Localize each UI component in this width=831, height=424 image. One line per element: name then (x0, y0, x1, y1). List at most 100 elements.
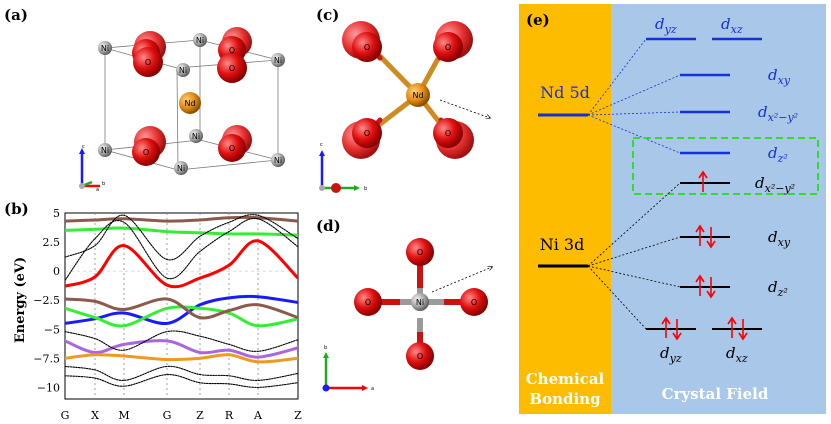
band-series-9 (65, 365, 298, 381)
ni-atom: Ni (271, 53, 285, 67)
d-to-e-arrow (431, 267, 492, 293)
o-atom: O (133, 47, 163, 77)
nd-atom: Nd (406, 83, 430, 107)
k-label-A: A (253, 409, 263, 422)
svg-text:Ni: Ni (274, 156, 282, 165)
svg-text:O: O (364, 43, 370, 52)
ni-atom: Ni (98, 41, 112, 55)
ni-atom: Ni (271, 153, 285, 167)
svg-text:b: b (324, 345, 327, 351)
o-atom: O (406, 238, 434, 266)
o-atom: O (433, 118, 474, 159)
c-to-e-arrow (439, 99, 490, 118)
panel-label-c: (c) (316, 6, 339, 24)
ni-atom: Ni (176, 63, 190, 77)
svg-text:O: O (417, 352, 423, 361)
y-tick: −2.5 (33, 294, 60, 307)
nd-5d-label: Nd 5d (540, 83, 590, 102)
svg-text:Ni: Ni (101, 44, 109, 53)
svg-text:O: O (229, 46, 235, 55)
svg-text:O: O (229, 144, 235, 153)
band-series-5 (65, 297, 298, 320)
svg-text:O: O (417, 248, 423, 257)
o-atom: O (433, 21, 473, 62)
band-lines (65, 214, 298, 388)
k-label-G: G (61, 409, 70, 422)
chemical-bonding-label-line1: Chemical (526, 370, 605, 388)
svg-text:O: O (229, 64, 235, 73)
panel-e: (e) Nd 5d Ni 3d Chemical Bonding Crystal… (519, 4, 826, 414)
ni-3d-label: Ni 3d (540, 235, 585, 254)
svg-text:O: O (471, 298, 477, 307)
x-ticks: G X M G Z R A Z (61, 409, 303, 422)
y-axis-label: Energy (eV) (13, 257, 28, 343)
svg-text:Nd: Nd (412, 91, 423, 100)
k-label-X: X (91, 409, 99, 422)
svg-text:Nd: Nd (184, 99, 195, 108)
svg-text:c: c (82, 144, 85, 150)
band-series-10 (65, 374, 298, 388)
band-series-6 (65, 339, 298, 359)
plot-frame (64, 212, 299, 400)
svg-text:b: b (364, 186, 367, 192)
panel-label-d: (d) (316, 217, 341, 235)
svg-text:Ni: Ni (196, 36, 204, 45)
k-label-Z2: Z (294, 409, 302, 422)
o-atom: O (132, 126, 166, 166)
k-point-gridlines (65, 213, 298, 399)
crystal-field-column (611, 4, 826, 414)
ni-atom: Ni (174, 161, 188, 175)
svg-text:c: c (320, 142, 323, 148)
svg-text:O: O (445, 129, 451, 138)
band-series-11 (65, 214, 298, 261)
nd-levels (646, 37, 762, 155)
o-atom: O (460, 288, 488, 316)
band-series-0 (65, 239, 298, 289)
band-series-8 (65, 330, 298, 352)
k-label-M: M (118, 409, 129, 422)
highlight-box (632, 137, 819, 195)
o-atom: O (406, 342, 434, 370)
nd-connectors (587, 38, 681, 154)
ni-levels (646, 182, 762, 330)
y-tick: 2.5 (43, 236, 61, 249)
o-atom: O (218, 125, 252, 162)
svg-text:Ni: Ni (101, 146, 109, 155)
svg-text:O: O (143, 148, 149, 157)
panel-c: (c) O O Nd O O c b (316, 6, 474, 193)
svg-text:a: a (96, 187, 99, 193)
svg-text:O: O (365, 298, 371, 307)
band-series-7 (65, 353, 298, 364)
o-atom: O (354, 288, 382, 316)
k-label-Z: Z (196, 409, 204, 422)
y-tick: −7.5 (33, 352, 60, 365)
y-tick: −5 (44, 323, 60, 336)
chemical-bonding-column (519, 4, 611, 414)
panel-d: (d) O O O O Ni b a (316, 217, 488, 392)
k-label-G2: G (163, 409, 172, 422)
o-atom: O (217, 53, 247, 83)
y-tick: 0 (53, 265, 60, 278)
chemical-bonding-label-line2: Bonding (529, 390, 601, 408)
electron-arrows (661, 170, 748, 341)
y-tick: −10 (37, 381, 60, 394)
svg-text:Ni: Ni (274, 56, 282, 65)
svg-text:b: b (102, 181, 105, 187)
svg-text:O: O (145, 58, 151, 67)
svg-text:O: O (445, 43, 451, 52)
band-series-2 (65, 226, 298, 237)
svg-text:O: O (364, 129, 370, 138)
y-tick: 5 (53, 207, 60, 220)
axes-triad-d: b a (322, 345, 374, 392)
panel-label-a: (a) (4, 6, 28, 24)
o-atom: O (342, 21, 382, 62)
svg-text:Ni: Ni (192, 132, 200, 141)
panel-a: (a) O O Ni Ni Ni O O Ni Nd O O Ni Ni (4, 6, 285, 193)
ni-atom: Ni (411, 293, 429, 311)
nd-atom: Nd (179, 92, 201, 114)
ni-atom: Ni (193, 33, 207, 47)
ni-atom: Ni (98, 143, 112, 157)
svg-text:Ni: Ni (177, 164, 185, 173)
crystal-field-label: Crystal Field (662, 385, 769, 403)
